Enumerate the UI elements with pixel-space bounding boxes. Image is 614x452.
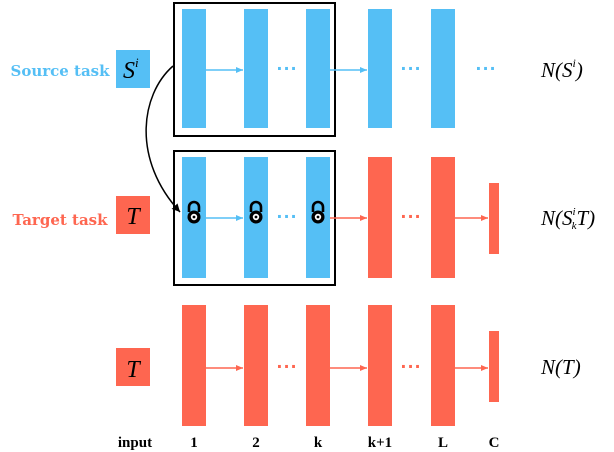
target-dots-2: ··· [400, 207, 421, 226]
source-symbol-sup: i [135, 55, 139, 70]
target-layer-k1 [368, 157, 392, 278]
col-label-1: 1 [190, 435, 198, 451]
scratch-dots-1: ··· [276, 357, 297, 376]
col-label-k: k [314, 435, 323, 451]
source-layer-L [431, 9, 455, 128]
scratch-layer-2 [244, 305, 268, 426]
source-dots-3: ··· [475, 59, 496, 78]
col-label-2: 2 [252, 435, 260, 451]
col-label-C: C [489, 435, 500, 451]
scratch-layer-L [431, 305, 455, 426]
source-layer-2 [244, 9, 268, 128]
scratch-network-label: N(T) [540, 355, 581, 379]
target-symbol: T [126, 204, 141, 230]
source-layer-1 [182, 9, 206, 128]
scratch-symbol: T [126, 357, 141, 383]
scratch-dots-2: ··· [400, 357, 421, 376]
target-input-box: T [116, 196, 150, 234]
source-layer-k [306, 9, 330, 128]
scratch-layer-k [306, 305, 330, 426]
source-dots-1: ··· [276, 59, 297, 78]
transfer-arrow [145, 65, 181, 213]
col-label-k1: k+1 [368, 435, 392, 451]
scratch-layer-C [489, 331, 499, 402]
source-task-label: Source task [10, 62, 110, 80]
source-input-box: Si [116, 50, 150, 88]
scratch-layer-1 [182, 305, 206, 426]
target-task-label: Target task [12, 211, 108, 229]
target-layer-L [431, 157, 455, 278]
source-dots-2: ··· [400, 59, 421, 78]
target-dots-1: ··· [276, 207, 297, 226]
source-network-label: N(Si) [540, 56, 583, 82]
source-layer-k1 [368, 9, 392, 128]
col-label-input: input [118, 435, 152, 451]
source-symbol: S [123, 58, 135, 84]
scratch-layer-k1 [368, 305, 392, 426]
col-label-L: L [438, 435, 448, 451]
target-layer-C [489, 183, 499, 254]
scratch-input-box: T [116, 348, 150, 386]
svg-text:Si: Si [123, 55, 139, 84]
